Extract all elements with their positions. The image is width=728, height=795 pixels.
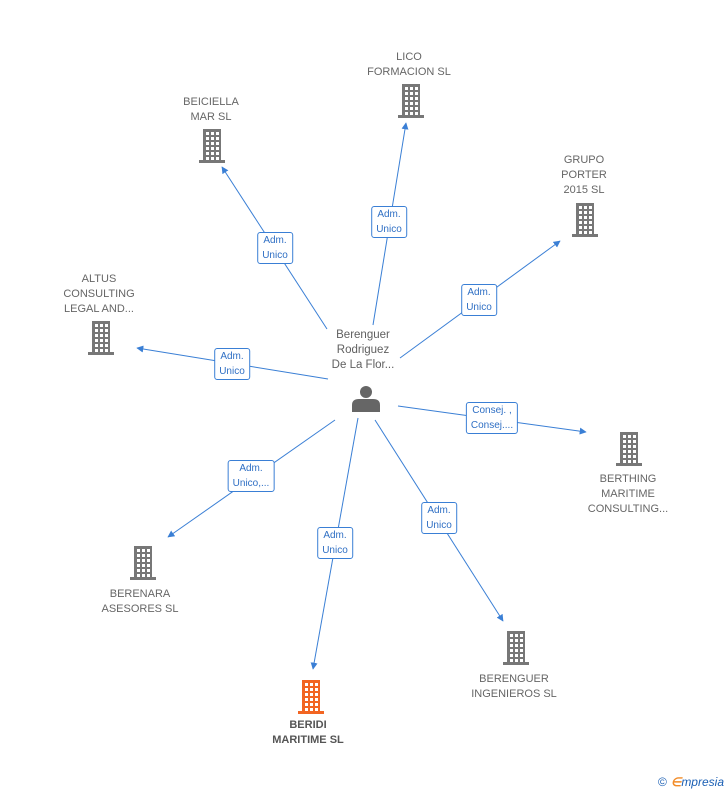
building-icon-altus[interactable] [88, 321, 114, 355]
role-tag-altus[interactable]: Adm. Unico [214, 348, 250, 380]
company-label-grupo[interactable]: GRUPO PORTER 2015 SL [561, 154, 607, 196]
brand-name: mpresia [681, 775, 724, 789]
role-tag-berenara[interactable]: Adm. Unico,... [227, 460, 275, 492]
role-tag-lico[interactable]: Adm. Unico [371, 206, 407, 238]
copyright-icon: © [658, 775, 667, 789]
role-tag-berthing[interactable]: Consej. , Consej.... [465, 402, 519, 434]
role-tag-berenguer-ing[interactable]: Adm. Unico [421, 502, 457, 534]
building-icon-beridi[interactable] [298, 680, 324, 714]
person-icon[interactable] [352, 386, 380, 412]
company-label-berenguer-ing[interactable]: BERENGUER INGENIEROS SL [471, 673, 557, 700]
role-tag-beridi[interactable]: Adm. Unico [317, 527, 353, 559]
building-icon-berenguer-ing[interactable] [503, 631, 529, 665]
company-label-berthing[interactable]: BERTHING MARITIME CONSULTING... [587, 473, 669, 515]
building-icon-grupo[interactable] [572, 203, 598, 237]
building-icon-berthing[interactable] [616, 432, 642, 466]
role-tag-beiciella[interactable]: Adm. Unico [257, 232, 293, 264]
company-label-beridi[interactable]: BERIDI MARITIME SL [272, 719, 344, 746]
company-label-lico[interactable]: LICO FORMACION SL [367, 51, 451, 78]
center-person-label[interactable]: Berenguer Rodriguez De La Flor... [331, 329, 395, 371]
building-icon-beiciella[interactable] [199, 129, 225, 163]
building-icon-lico[interactable] [398, 84, 424, 118]
company-label-berenara[interactable]: BERENARA ASESORES SL [101, 588, 179, 615]
role-tag-grupo[interactable]: Adm. Unico [461, 284, 497, 316]
brand-e: ∈ [670, 775, 682, 789]
company-label-altus[interactable]: ALTUS CONSULTING LEGAL AND... [63, 273, 135, 315]
building-icon-berenara[interactable] [130, 546, 156, 580]
empresia-logo: ©∈mpresia [658, 775, 724, 789]
company-label-beiciella[interactable]: BEICIELLA MAR SL [183, 96, 239, 123]
